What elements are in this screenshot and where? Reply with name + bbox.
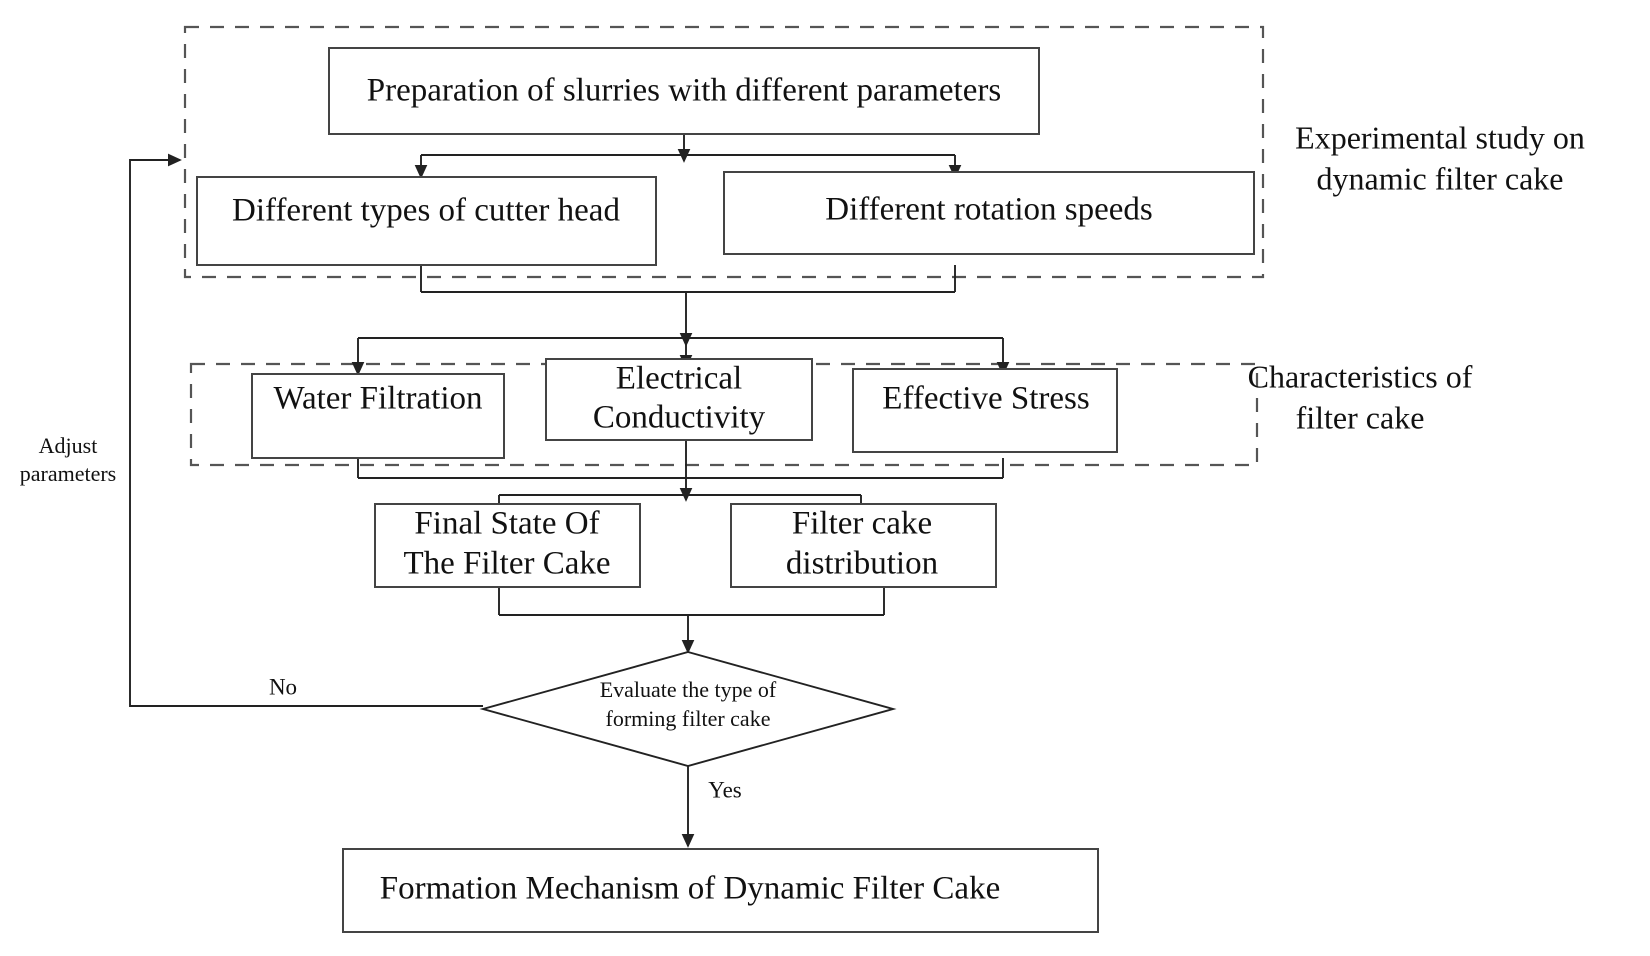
label-decision-line1: Evaluate the type of bbox=[600, 677, 777, 702]
group-label-characteristics-line1: Characteristics of bbox=[1248, 358, 1473, 394]
label-cake-distribution-line1: Filter cake bbox=[792, 506, 932, 542]
box-cutter-head[interactable] bbox=[196, 176, 657, 266]
label-rotation-speeds: Different rotation speeds bbox=[825, 192, 1152, 228]
connector-decision-no bbox=[129, 153, 483, 707]
edge-label-no: No bbox=[269, 674, 297, 699]
label-final-state-line1: Final State Of bbox=[414, 506, 599, 542]
box-conclusion[interactable] bbox=[342, 848, 1099, 933]
box-electrical-conductivity[interactable] bbox=[545, 358, 813, 441]
group-experimental-study bbox=[183, 25, 1265, 279]
label-water-filtration: Water Filtration bbox=[273, 381, 482, 417]
box-preparation[interactable] bbox=[328, 47, 1040, 135]
box-rotation-speeds[interactable] bbox=[723, 171, 1255, 255]
label-electrical-conductivity-line2: Conductivity bbox=[593, 400, 766, 436]
edge-label-adjust-line1: Adjust bbox=[39, 433, 98, 458]
box-water-filtration[interactable] bbox=[251, 373, 505, 459]
group-label-experimental-line1: Experimental study on bbox=[1295, 119, 1585, 155]
label-cutter-head: Different types of cutter head bbox=[232, 193, 620, 229]
box-cake-distribution[interactable] bbox=[730, 503, 997, 588]
label-decision-line2: forming filter cake bbox=[606, 706, 771, 731]
label-effective-stress: Effective Stress bbox=[882, 381, 1089, 417]
label-cake-distribution-line2: distribution bbox=[786, 546, 938, 582]
decision-evaluate-filter-cake-type[interactable] bbox=[479, 651, 897, 767]
edge-label-adjust-line2: parameters bbox=[20, 461, 117, 486]
box-effective-stress[interactable] bbox=[852, 368, 1118, 453]
box-final-state[interactable] bbox=[374, 503, 641, 588]
label-final-state-line2: The Filter Cake bbox=[403, 546, 610, 582]
group-label-characteristics-line2: filter cake bbox=[1296, 399, 1425, 435]
label-conclusion: Formation Mechanism of Dynamic Filter Ca… bbox=[380, 871, 1000, 907]
label-preparation: Preparation of slurries with different p… bbox=[367, 73, 1001, 109]
label-electrical-conductivity-line1: Electrical bbox=[616, 361, 742, 397]
edge-label-yes: Yes bbox=[708, 777, 742, 802]
group-label-experimental-line2: dynamic filter cake bbox=[1317, 160, 1564, 196]
